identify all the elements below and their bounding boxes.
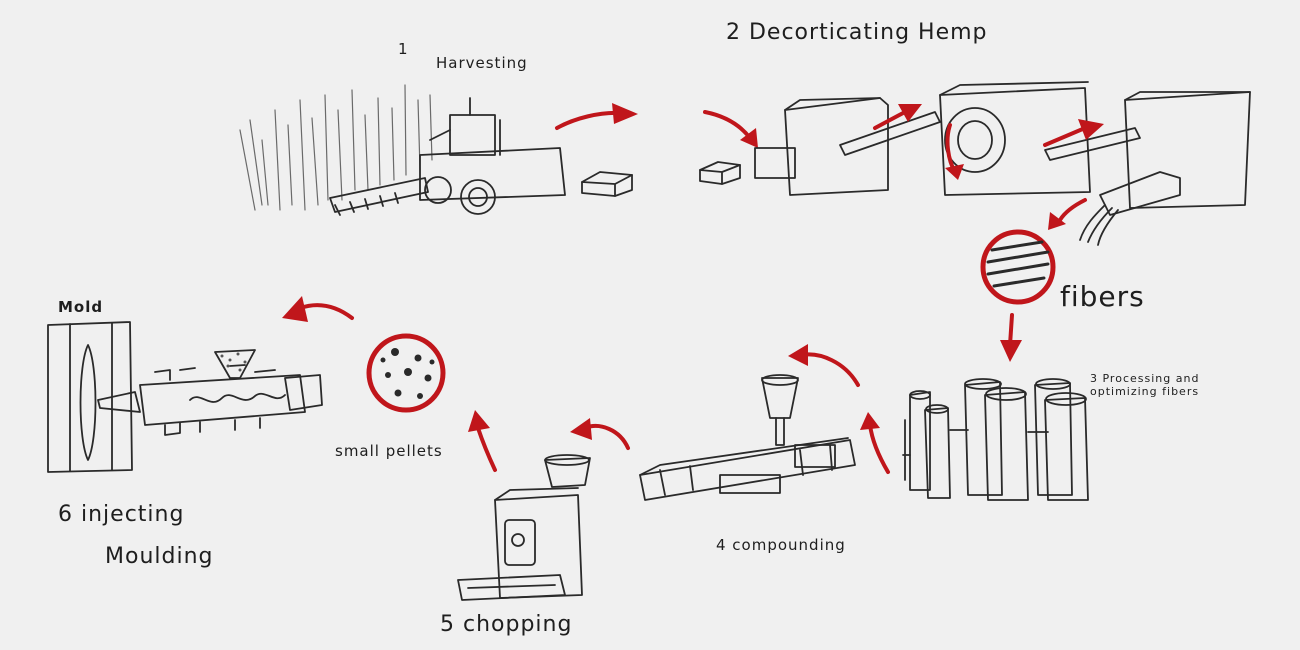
step6-title-line2: Moulding bbox=[105, 544, 214, 569]
arrow-pellets-to-moulding bbox=[282, 296, 354, 322]
step1-title: Harvesting bbox=[436, 54, 528, 72]
small-pellets-label: small pellets bbox=[335, 442, 443, 460]
fibers-circle bbox=[980, 229, 1056, 305]
mold-label: Mold bbox=[58, 298, 104, 316]
hemp-bale-1 bbox=[581, 171, 633, 197]
arrow-harvest-to-decorticate bbox=[555, 103, 638, 130]
step2-title: 2 Decorticating Hemp bbox=[726, 20, 988, 45]
step1-number: 1 bbox=[398, 40, 409, 58]
decorticator-red-arrows bbox=[873, 104, 1104, 230]
tall-grass bbox=[239, 84, 433, 211]
hemp-bale-2 bbox=[699, 161, 741, 185]
arrow-compounding-to-chopping bbox=[570, 418, 630, 450]
injection-unit bbox=[97, 349, 323, 436]
arrow-processing-to-compounding bbox=[860, 412, 890, 474]
pellets-circle bbox=[366, 333, 446, 413]
arrow-into-decorticator bbox=[703, 110, 758, 148]
step5-title: 5 chopping bbox=[440, 612, 573, 637]
step4-title: 4 compounding bbox=[716, 536, 846, 554]
hopper-granules bbox=[220, 352, 247, 372]
decorticator-machine bbox=[754, 81, 1251, 246]
chopping-machine bbox=[457, 454, 591, 601]
arrow-chopping-to-pellets bbox=[468, 410, 497, 472]
processing-tanks bbox=[902, 378, 1089, 501]
step3-title: 3 Processing and optimizing fibers bbox=[1090, 372, 1200, 398]
fibers-label: fibers bbox=[1060, 280, 1145, 313]
step6-title-line1: 6 injecting bbox=[58, 502, 185, 527]
mold-block bbox=[47, 321, 133, 473]
arrow-into-compounder bbox=[788, 344, 860, 387]
harvester-machine bbox=[329, 97, 566, 216]
arrow-fibers-down bbox=[1000, 313, 1022, 362]
compounding-extruder bbox=[639, 374, 856, 501]
